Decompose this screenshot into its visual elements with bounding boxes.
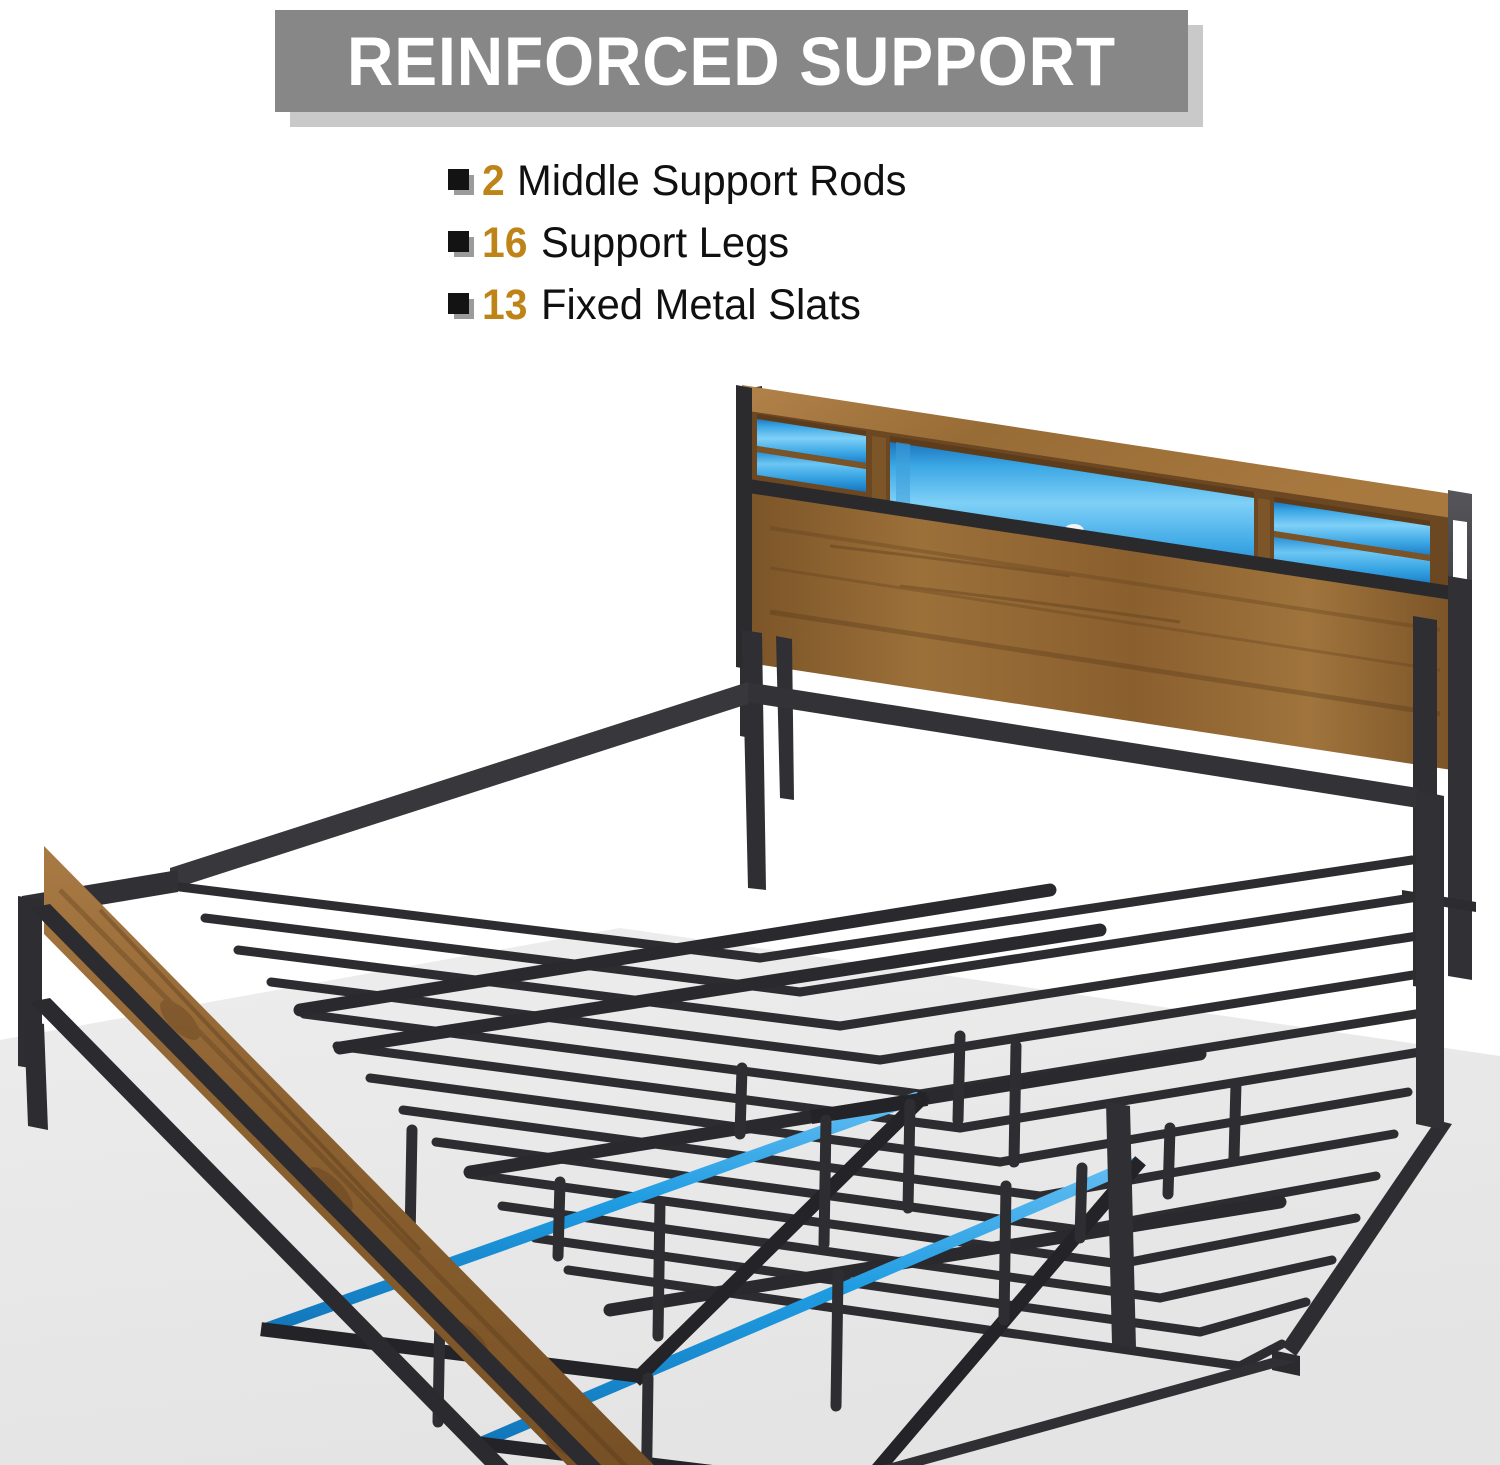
bed-frame	[167, 682, 1452, 1465]
title-banner: REINFORCED SUPPORT	[275, 10, 1203, 127]
headboard-panel	[742, 492, 1452, 770]
feature-label: Fixed Metal Slats	[540, 280, 861, 329]
headboard-mid-rail	[742, 478, 1452, 602]
support-rod-2	[477, 1158, 1140, 1448]
right-long-rail	[1416, 790, 1444, 1130]
feature-label: Middle Support Rods	[516, 156, 907, 205]
footboard-frame-top-edge	[30, 904, 602, 1465]
headboard-legs	[742, 630, 794, 890]
bullet-square-icon	[448, 290, 482, 320]
bullet-square-fill-icon	[448, 293, 469, 314]
page-title: REINFORCED SUPPORT	[346, 22, 1117, 100]
feature-label: Support Legs	[540, 218, 789, 267]
bullet-square-icon	[448, 166, 482, 196]
list-item: 2 Middle Support Rods	[448, 150, 1148, 212]
bed-frame-diagram	[0, 385, 1500, 1465]
near-side-long-rail	[884, 1358, 1296, 1465]
footboard-left-leg	[24, 1020, 48, 1130]
head-side-rail	[170, 682, 748, 890]
list-item: 13 Fixed Metal Slats	[448, 274, 1148, 336]
feature-count: 13	[482, 280, 528, 329]
product-illustration	[0, 330, 1500, 1465]
headboard-wood-grain	[769, 526, 1441, 717]
footboard	[18, 846, 654, 1465]
headboard-shelf-left	[757, 414, 866, 492]
headboard-shelf-right	[1274, 497, 1430, 588]
feature-list: 2 Middle Support Rods 16 Support Legs 13…	[448, 150, 1148, 336]
headboard-top-cap	[742, 385, 1452, 522]
bullet-square-fill-icon	[448, 231, 469, 252]
headboard-divider-left	[872, 436, 886, 500]
bullet-square-icon	[448, 228, 482, 258]
bullet-square-fill-icon	[448, 169, 469, 190]
near-right-rail	[1282, 1120, 1452, 1356]
support-beams	[260, 1090, 1146, 1465]
headboard-left-edge	[736, 385, 752, 670]
storage-headboard	[736, 385, 1476, 990]
list-item: 16 Support Legs	[448, 212, 1148, 274]
far-side-rail	[746, 682, 1418, 808]
feature-count: 16	[482, 218, 528, 267]
footboard-frame-bottom-edge	[30, 998, 509, 1465]
middle-support-rods	[262, 1092, 1140, 1448]
right-side-leg	[1106, 1102, 1136, 1348]
support-rod-1	[262, 1092, 922, 1334]
feature-count: 2	[482, 156, 505, 205]
title-banner-block	[275, 10, 1188, 112]
